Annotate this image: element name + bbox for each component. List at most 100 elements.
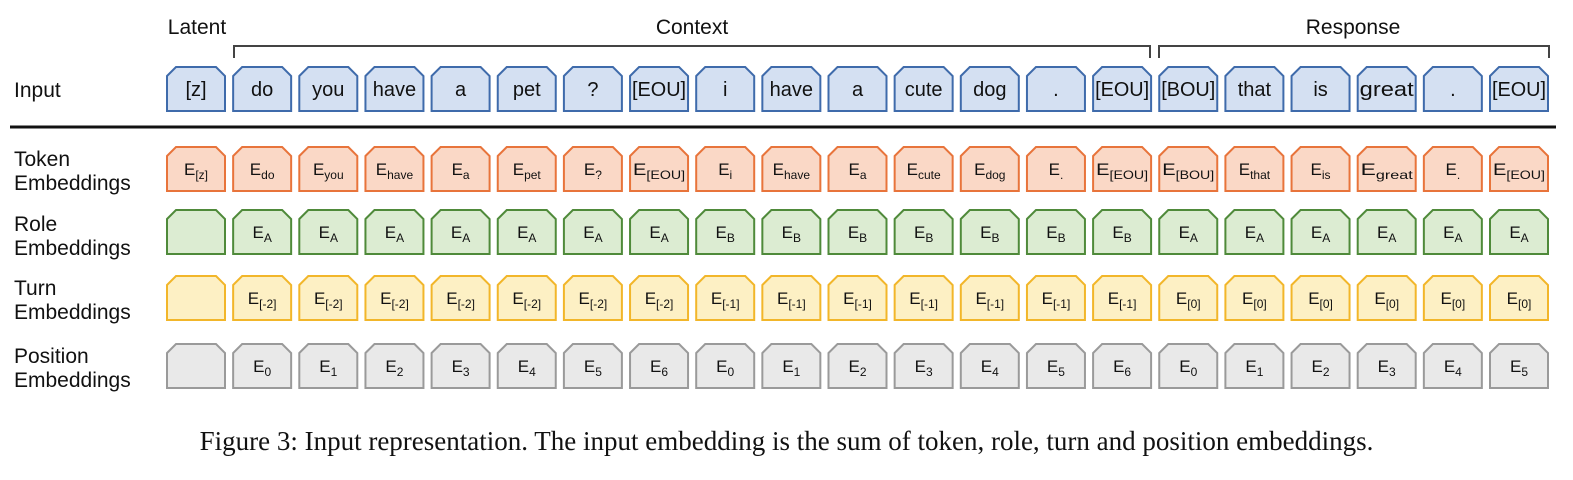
token-embedding-label: Ea xyxy=(452,160,470,182)
turn-box xyxy=(959,275,1020,321)
turn-embedding-label: E[-2] xyxy=(314,289,343,311)
token-embedding-label: E[BOU] xyxy=(1162,160,1214,182)
role-box xyxy=(959,209,1020,255)
position-embedding-label: E4 xyxy=(981,357,999,379)
role-embedding-label: EB xyxy=(1046,223,1065,245)
role-cell-5: EA xyxy=(496,209,557,255)
position-embedding-label: E5 xyxy=(1510,357,1528,379)
turn-embedding-label: E[0] xyxy=(1507,289,1532,311)
token-box xyxy=(1356,146,1417,192)
role-box xyxy=(1025,209,1086,255)
position-embedding-label: E2 xyxy=(1312,357,1330,379)
role-cell-13: EB xyxy=(1025,209,1086,255)
context-bracket xyxy=(233,45,1151,58)
input-cell-8: i xyxy=(695,66,756,112)
token-cell-6: E? xyxy=(562,146,623,192)
response-label: Response xyxy=(1306,16,1401,39)
position-box xyxy=(695,343,756,389)
turn-embedding-label: E[0] xyxy=(1308,289,1333,311)
turn-cell-13: E[-1] xyxy=(1025,275,1086,321)
input-box xyxy=(1158,66,1219,112)
token-box xyxy=(298,146,359,192)
role-cell-2: EA xyxy=(298,209,359,255)
turn-cell-15: E[0] xyxy=(1158,275,1219,321)
turn-cell-0 xyxy=(166,275,226,321)
position-embedding-label: E6 xyxy=(1113,357,1131,379)
input-cell-14: [EOU] xyxy=(1092,66,1153,112)
turn-embedding-label: E[0] xyxy=(1176,289,1201,311)
latent-label: Latent xyxy=(168,16,227,39)
input-box xyxy=(1092,66,1153,112)
role-box xyxy=(1422,209,1483,255)
input-box xyxy=(166,66,226,112)
position-cell-16: E1 xyxy=(1224,343,1285,389)
turn-box xyxy=(1422,275,1483,321)
position-cell-7: E6 xyxy=(629,343,690,389)
turn-box xyxy=(1356,275,1417,321)
token-embedding-label: Ea xyxy=(848,160,866,182)
turn-box xyxy=(232,275,293,321)
input-box xyxy=(1356,66,1417,112)
input-cell-5: pet xyxy=(496,66,557,112)
input-box xyxy=(827,66,888,112)
turn-box xyxy=(629,275,690,321)
position-cell-18: E3 xyxy=(1356,343,1417,389)
turn-cell-7: E[-2] xyxy=(629,275,690,321)
position-cell-17: E2 xyxy=(1290,343,1351,389)
position-box xyxy=(562,343,623,389)
token-box xyxy=(364,146,425,192)
turn-box xyxy=(1158,275,1219,321)
token-cell-8: Ei xyxy=(695,146,756,192)
figure-caption: Figure 3: Input representation. The inpu… xyxy=(199,426,1374,456)
input-token-label: [EOU] xyxy=(1492,79,1546,101)
role-cell-15: EA xyxy=(1158,209,1219,255)
turn-embedding-label: E[-2] xyxy=(248,289,277,311)
token-embedding-label: Edog xyxy=(974,160,1005,182)
token-box xyxy=(761,146,822,192)
token-cell-0: E[z] xyxy=(166,146,226,192)
token-box xyxy=(893,146,954,192)
position-cell-3: E2 xyxy=(364,343,425,389)
role-embedding-label: EB xyxy=(848,223,867,245)
turn-cell-9: E[-1] xyxy=(761,275,822,321)
input-token-label: . xyxy=(1053,79,1059,101)
position-box xyxy=(1356,343,1417,389)
role-cell-18: EA xyxy=(1356,209,1417,255)
role-cell-16: EA xyxy=(1224,209,1285,255)
token-embedding-label: E[EOU] xyxy=(1493,160,1545,182)
role-box xyxy=(1092,209,1153,255)
position-box xyxy=(893,343,954,389)
token-box xyxy=(1224,146,1285,192)
input-box xyxy=(1489,66,1549,112)
turn-cell-11: E[-1] xyxy=(893,275,954,321)
turn-cell-19: E[0] xyxy=(1422,275,1483,321)
input-token-label: have xyxy=(373,79,416,101)
role-cell-19: EA xyxy=(1422,209,1483,255)
position-cell-9: E1 xyxy=(761,343,822,389)
token-cell-14: E[EOU] xyxy=(1092,146,1153,192)
turn-cell-3: E[-2] xyxy=(364,275,425,321)
role-cell-11: EB xyxy=(893,209,954,255)
token-box xyxy=(1489,146,1549,192)
position-embedding-label: E0 xyxy=(253,357,271,379)
position-embedding-label: E5 xyxy=(584,357,602,379)
turn-cell-12: E[-1] xyxy=(959,275,1020,321)
role-box xyxy=(1489,209,1549,255)
position-box xyxy=(1025,343,1086,389)
turn-cell-10: E[-1] xyxy=(827,275,888,321)
token-embedding-label: E. xyxy=(1446,160,1461,182)
turn-cell-2: E[-2] xyxy=(298,275,359,321)
position-embedding-label: E4 xyxy=(518,357,536,379)
token-cell-7: E[EOU] xyxy=(629,146,690,192)
token-box xyxy=(232,146,293,192)
input-cell-10: a xyxy=(827,66,888,112)
token-box xyxy=(827,146,888,192)
role-box xyxy=(298,209,359,255)
position-box xyxy=(496,343,557,389)
input-box xyxy=(1290,66,1351,112)
position-box xyxy=(1489,343,1549,389)
position-cell-6: E5 xyxy=(562,343,623,389)
input-cell-1: do xyxy=(232,66,293,112)
token-box xyxy=(629,146,690,192)
